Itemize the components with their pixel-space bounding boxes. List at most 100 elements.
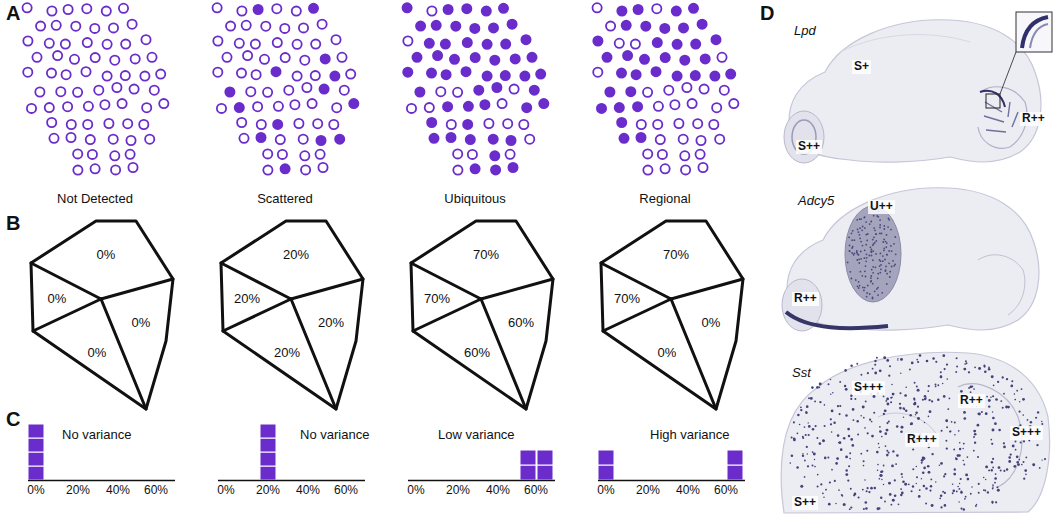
cell-dot <box>142 103 151 112</box>
expression-dot <box>910 414 912 416</box>
expression-dot <box>886 283 888 285</box>
cell-dot <box>332 103 341 112</box>
expression-dot <box>965 360 967 362</box>
cell-dot <box>237 6 246 15</box>
cell-dot <box>415 87 424 96</box>
expression-dot <box>942 383 944 385</box>
expression-dot <box>866 257 868 259</box>
expression-dot <box>824 404 826 406</box>
expression-dot <box>855 279 857 281</box>
expression-dot <box>1021 464 1023 466</box>
expression-dot <box>992 411 993 412</box>
cell-dot <box>507 20 516 29</box>
expression-dot <box>894 264 896 266</box>
expression-dot <box>1028 440 1030 442</box>
cell-dot <box>271 67 280 76</box>
histogram-bar <box>537 465 553 480</box>
expression-dot <box>940 371 942 373</box>
expression-dot <box>928 416 930 418</box>
expression-dot <box>813 453 816 456</box>
expression-dot <box>865 265 867 267</box>
axis-tick-label: 60% <box>334 484 358 498</box>
expression-dot <box>883 484 884 485</box>
cell-dot <box>519 120 528 129</box>
expression-dot <box>793 421 795 423</box>
panel-letter: C <box>6 408 20 431</box>
expression-dot <box>992 428 995 431</box>
expression-dot <box>944 473 946 475</box>
cell-dot <box>316 150 325 159</box>
expression-dot <box>827 457 829 459</box>
region-percentage: 70% <box>473 248 499 263</box>
expression-dot <box>864 287 866 289</box>
expression-dot <box>978 367 981 370</box>
cell-dot <box>425 39 434 48</box>
cell-dot <box>147 53 156 62</box>
region-divider <box>101 279 173 299</box>
expression-dot <box>991 461 993 463</box>
expression-dot <box>883 356 886 359</box>
variance-label: Low variance <box>438 428 515 443</box>
brain-section-sst <box>781 352 1049 513</box>
expression-dot <box>885 246 887 248</box>
cell-dot <box>226 22 235 31</box>
cell-dot <box>636 133 645 142</box>
histogram-bar <box>520 465 536 480</box>
cell-dot <box>403 68 412 77</box>
cell-dot <box>501 40 510 49</box>
expression-dot <box>995 501 997 503</box>
cell-dot <box>123 119 132 128</box>
expression-dot <box>858 254 860 256</box>
cell-dot <box>489 23 498 32</box>
cell-dot <box>432 21 441 30</box>
expression-dot <box>873 236 875 238</box>
expression-dot <box>859 234 861 236</box>
expression-dot <box>865 501 868 504</box>
expression-dot <box>994 422 997 425</box>
expression-dot <box>935 481 936 482</box>
cell-dot <box>23 3 32 12</box>
expression-dot <box>886 254 888 256</box>
cell-dot <box>237 118 246 127</box>
expression-dot <box>991 375 994 378</box>
expression-dot <box>883 239 885 241</box>
expression-dot <box>944 368 946 370</box>
expression-dot <box>1016 461 1019 464</box>
cell-dot <box>23 36 32 45</box>
expression-dot <box>835 462 838 465</box>
expression-dot <box>928 385 930 387</box>
cell-dot <box>498 99 507 108</box>
cell-dot <box>729 99 738 108</box>
expression-dot <box>891 384 893 386</box>
cell-dot <box>318 163 327 172</box>
expression-dot <box>828 383 830 385</box>
cell-dot <box>443 102 452 111</box>
axis-tick-label: 20% <box>446 484 470 498</box>
expression-dot <box>943 475 945 477</box>
cell-dot <box>525 135 534 144</box>
region-percentage: 20% <box>318 316 344 331</box>
expression-dot <box>995 473 997 475</box>
expression-dot <box>877 216 879 218</box>
axis-tick-label: 20% <box>636 484 660 498</box>
expression-dot <box>1022 398 1025 401</box>
expression-dot <box>888 250 890 252</box>
expression-dot <box>885 269 887 271</box>
region-border <box>221 221 363 409</box>
expression-dot <box>937 384 939 386</box>
expression-dot <box>862 226 864 228</box>
expression-dot <box>833 421 836 424</box>
expression-dot <box>916 386 918 388</box>
expression-dot <box>805 412 807 414</box>
expression-dot <box>883 465 885 467</box>
cell-dot <box>693 119 702 128</box>
expression-dot <box>865 276 867 278</box>
expression-dot <box>859 218 861 220</box>
cell-dot <box>91 53 100 62</box>
expression-dot <box>860 258 862 260</box>
cell-dot <box>217 104 226 113</box>
cell-dot <box>679 135 688 144</box>
expression-dot <box>937 399 940 402</box>
cell-dot <box>47 118 56 127</box>
